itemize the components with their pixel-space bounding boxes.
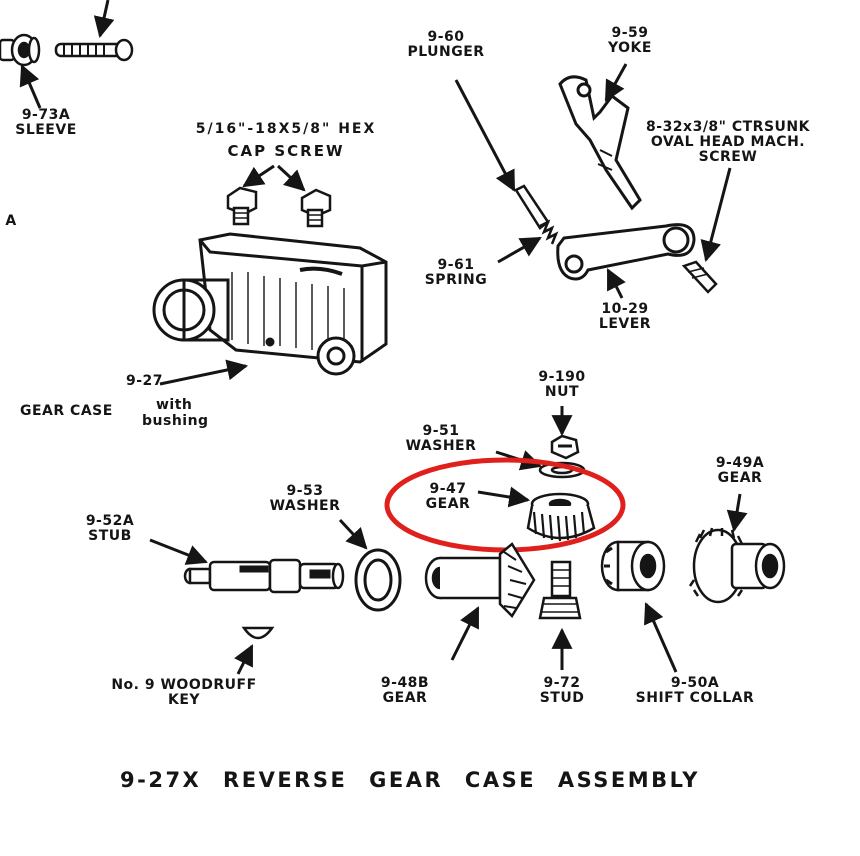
label-nut-number: 9-190 <box>538 369 586 385</box>
label-gear-case-number: 9-27 <box>126 373 164 389</box>
label-gear-49a: 9-49A GEAR <box>700 456 780 486</box>
gear-47-drawing <box>526 492 596 542</box>
label-woodruff-key-line2: KEY <box>167 692 201 708</box>
gear-48b-drawing <box>424 542 536 619</box>
cap-screw-arrow-left <box>242 164 275 188</box>
label-gear-case-note1: with <box>156 397 193 413</box>
label-oval-screw: 8-32x3/8" CTRSUNK OVAL HEAD MACH. SCREW <box>628 120 828 165</box>
label-gear-47: 9-47 GEAR <box>418 482 478 512</box>
label-oval-screw-line2: OVAL HEAD MACH. <box>650 134 806 150</box>
label-stub-number: 9-52A <box>85 513 135 529</box>
sleeve-part-drawing <box>0 33 41 67</box>
label-gear-case-note2: bushing <box>142 413 209 429</box>
cap-screw-arrow-right <box>276 164 306 192</box>
label-sleeve: 9-73A SLEEVE <box>6 108 86 138</box>
cap-screw-right-drawing <box>300 188 332 228</box>
label-stud-number: 9-72 <box>543 675 581 691</box>
label-woodruff-key-line1: No. 9 WOODRUFF <box>111 677 257 693</box>
label-shift-collar-name: SHIFT COLLAR <box>635 690 755 706</box>
label-stud-name: STUD <box>539 690 585 706</box>
screw-arrow <box>93 0 115 39</box>
label-gear-48b-number: 9-48B <box>380 675 430 691</box>
label-spring-number: 9-61 <box>437 257 475 273</box>
label-shift-collar: 9-50A SHIFT COLLAR <box>620 676 770 706</box>
label-stud: 9-72 STUD <box>526 676 598 706</box>
gear-48b-arrow <box>450 606 480 661</box>
gear-47-arrow <box>477 486 531 508</box>
label-lever-number: 10-29 <box>601 301 649 317</box>
sleeve-arrow <box>19 64 42 109</box>
label-washer-53-number: 9-53 <box>286 483 324 499</box>
plunger-arrow <box>454 79 516 192</box>
gear-case-drawing <box>152 232 388 376</box>
shift-collar-arrow <box>644 602 678 673</box>
woodruff-key-drawing <box>241 626 275 640</box>
stub-arrow <box>149 538 208 565</box>
label-nut: 9-190 NUT <box>524 370 600 400</box>
label-oval-screw-line3: SCREW <box>698 149 758 165</box>
label-yoke-number: 9-59 <box>611 25 649 41</box>
nut-drawing <box>550 434 580 460</box>
lever-arrow <box>606 268 626 299</box>
washer-53-drawing <box>354 548 402 612</box>
label-yoke: 9-59 YOKE <box>600 26 660 56</box>
label-spring-name: SPRING <box>424 272 488 288</box>
label-plunger-number: 9-60 <box>427 29 465 45</box>
label-nut-name: NUT <box>544 384 580 400</box>
label-lever: 10-29 LEVER <box>590 302 660 332</box>
oval-screw-arrow <box>700 167 732 263</box>
label-sleeve-number: 9-73A <box>21 107 71 123</box>
label-stub: 9-52A STUB <box>70 514 150 544</box>
label-sleeve-name: SLEEVE <box>15 122 77 138</box>
label-oval-screw-line1: 8-32x3/8" CTRSUNK <box>646 119 810 135</box>
label-washer-51-name: WASHER <box>405 438 477 454</box>
label-partial-left: A <box>0 214 22 229</box>
label-washer-51-number: 9-51 <box>422 423 460 439</box>
label-spring: 9-61 SPRING <box>416 258 496 288</box>
stud-drawing <box>538 560 582 620</box>
label-gear-48b-name: GEAR <box>382 690 428 706</box>
label-cap-screw-line1: 5/16"-18X5/8" HEX <box>195 121 377 137</box>
shift-collar-drawing <box>600 540 666 592</box>
gear-49a-arrow <box>726 493 748 533</box>
label-cap-screw: 5/16"-18X5/8" HEX CAP SCREW <box>186 118 386 162</box>
label-plunger: 9-60 PLUNGER <box>396 30 496 60</box>
stub-drawing <box>183 558 345 594</box>
gear-49a-drawing <box>688 527 786 604</box>
label-woodruff-key: No. 9 WOODRUFF KEY <box>84 678 284 708</box>
washer-53-arrow <box>338 518 368 550</box>
yoke-drawing <box>558 75 642 211</box>
label-gear-49a-name: GEAR <box>717 470 763 486</box>
label-stub-name: STUB <box>88 528 132 544</box>
label-cap-screw-line2: CAP SCREW <box>227 142 345 160</box>
label-plunger-name: PLUNGER <box>407 44 485 60</box>
label-partial-left-text: A <box>5 213 17 229</box>
label-gear-47-number: 9-47 <box>429 481 467 497</box>
label-washer-53-name: WASHER <box>269 498 341 514</box>
label-gear-49a-number: 9-49A <box>715 455 765 471</box>
woodruff-key-arrow <box>234 644 254 675</box>
spring-drawing <box>539 219 559 245</box>
plunger-drawing <box>514 184 550 230</box>
cap-screw-left-drawing <box>226 186 258 226</box>
label-gear-48b: 9-48B GEAR <box>370 676 440 706</box>
screw-part-drawing <box>54 38 134 62</box>
label-gear-case-name: GEAR CASE <box>20 403 113 419</box>
label-washer-53: 9-53 WASHER <box>250 484 360 514</box>
yoke-arrow <box>604 63 628 102</box>
label-shift-collar-number: 9-50A <box>670 675 720 691</box>
lever-drawing <box>556 223 696 281</box>
label-gear-47-name: GEAR <box>425 496 471 512</box>
label-yoke-name: YOKE <box>608 40 652 56</box>
gear-case-arrow <box>159 359 249 386</box>
label-washer-51: 9-51 WASHER <box>386 424 496 454</box>
oval-screw-drawing <box>681 260 718 294</box>
diagram-title: 9-27X REVERSE GEAR CASE ASSEMBLY <box>120 768 701 792</box>
spring-arrow <box>497 236 542 264</box>
label-lever-name: LEVER <box>598 316 652 332</box>
